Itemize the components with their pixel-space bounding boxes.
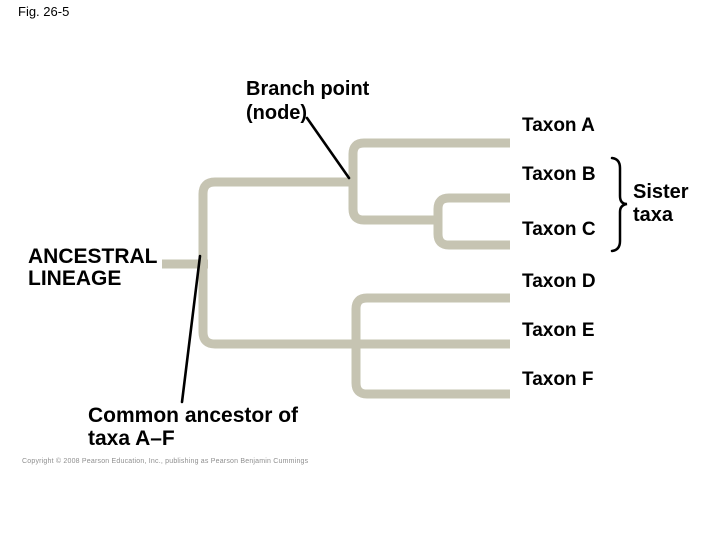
branch-point-label-line2: (node) [246,102,308,124]
ancestral-lineage-label-line1: ANCESTRAL [28,245,158,268]
taxon-b-label: Taxon B [522,164,596,185]
common-ancestor-label-line2: taxa A–F [88,427,175,450]
clade-def-branch-line [351,293,510,399]
taxon-a-label: Taxon A [522,115,595,136]
clade-abc-branch-line [348,138,510,225]
copyright-text: Copyright © 2008 Pearson Education, Inc.… [22,458,309,465]
common-ancestor-label-line1: Common ancestor of [88,404,299,427]
clade-bc-branch-line [433,193,510,250]
branch-point-pointer-line [305,116,351,180]
common-ancestor-pointer-line [180,254,202,404]
taxon-c-label: Taxon C [522,219,596,240]
sister-taxa-label: Sister taxa [633,181,689,227]
taxon-f-label: Taxon F [522,369,594,390]
branch-point-label-line1: Branch point [246,78,370,100]
common-ancestor-label: Common ancestor of taxa A–F [88,404,298,450]
sister-taxa-brace [610,156,628,253]
sister-taxa-label-line1: Sister [633,181,689,203]
branch-point-label: Branch point (node) [246,77,369,125]
taxon-d-label: Taxon D [522,271,596,292]
ancestral-lineage-label: ANCESTRAL LINEAGE [28,246,158,290]
root-trunk-line [198,177,510,349]
ancestral-lineage-label-line2: LINEAGE [28,267,122,290]
taxon-e-label: Taxon E [522,320,595,341]
sister-taxa-label-line2: taxa [633,204,674,226]
figure-number: Fig. 26-5 [18,4,70,19]
